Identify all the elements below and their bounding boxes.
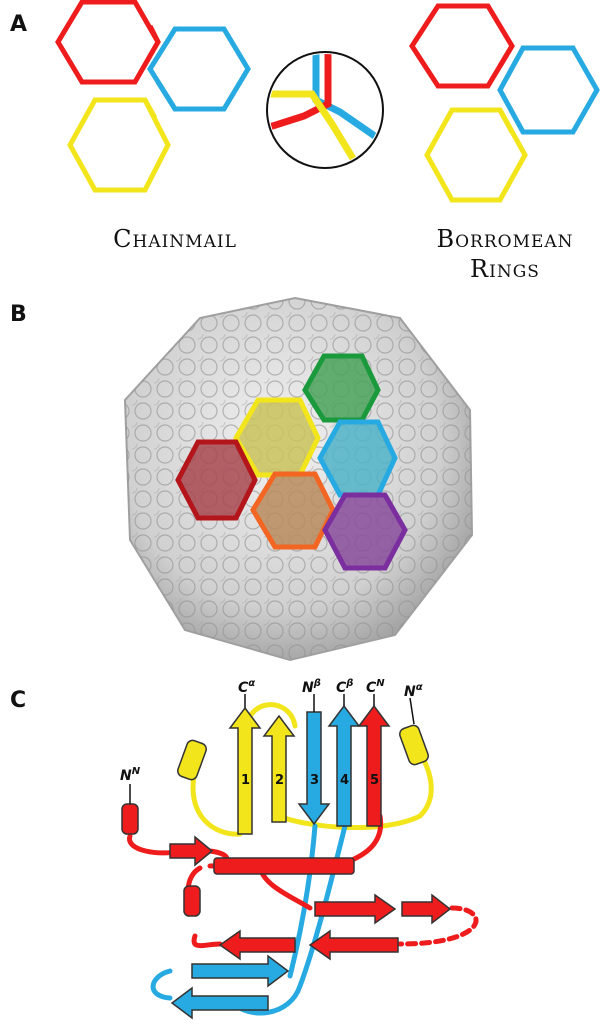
panel-c-topology: 1 2 3 4 5 Cα Nβ Cβ CN Nα NN (120, 678, 479, 1020)
borromean-yellow-ring (424, 107, 528, 203)
label-n-alpha: Nα (404, 682, 423, 700)
strand-number-1: 1 (241, 773, 250, 788)
borromean-caption-line1: Borromean (436, 225, 574, 253)
crossing-detail (266, 51, 384, 169)
chainmail-rings (55, 0, 251, 193)
chainmail-caption: Chainmail (113, 225, 237, 253)
borromean-red-ring (409, 3, 515, 89)
panel-b-letter: B (10, 302, 27, 327)
chainmail-blue-ring (147, 26, 251, 112)
red-dashed-loop (397, 905, 479, 947)
strand-number-3: 3 (310, 773, 319, 788)
hexamer-purple (322, 492, 408, 571)
strand-number-5: 5 (370, 773, 379, 788)
panel-c-letter: C (10, 688, 27, 713)
panel-a-diagram (55, 0, 600, 203)
panel-a-letter: A (10, 12, 28, 37)
borromean-rings (409, 3, 600, 203)
yellow-helices (177, 724, 429, 781)
hexamer-red (175, 439, 258, 521)
hexamer-orange (250, 471, 336, 550)
borromean-blue-ring (497, 45, 600, 135)
label-n-n: NN (120, 766, 141, 784)
borromean-caption-line2: Rings (470, 255, 540, 283)
label-c-n: CN (366, 678, 385, 696)
yellow-strands (228, 706, 296, 835)
blue-loop (150, 823, 348, 1016)
hexamer-green (302, 353, 381, 423)
blue-strands (170, 704, 361, 1020)
red-elements (121, 704, 452, 961)
label-n-beta: Nβ (302, 678, 321, 696)
strand-number-2: 2 (275, 773, 284, 788)
chainmail-red-ring (55, 0, 161, 85)
strand-number-4: 4 (340, 773, 349, 788)
panel-b-capsid (123, 296, 474, 662)
label-c-alpha: Cα (238, 678, 255, 696)
hexamer-blue (317, 419, 398, 498)
label-c-beta: Cβ (336, 678, 353, 696)
